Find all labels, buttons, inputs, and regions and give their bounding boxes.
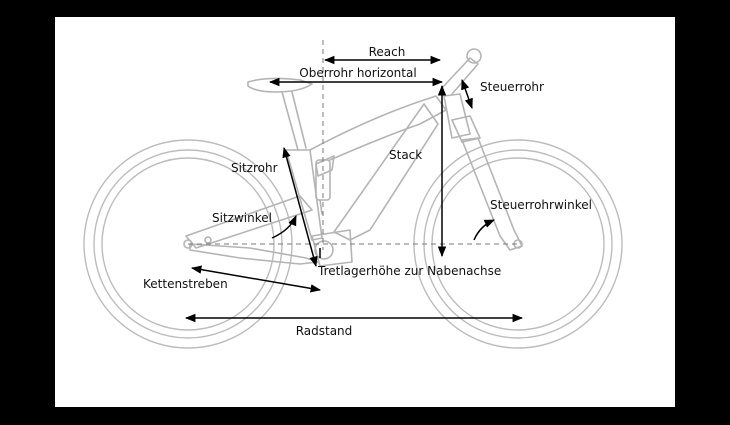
label-stack: Stack	[389, 148, 422, 162]
reference-lines	[188, 40, 518, 250]
label-bb-height: Tretlagerhöhe zur Nabenachse	[317, 264, 501, 278]
head-tube-angle-arc	[473, 219, 495, 241]
measurement-arrows	[184, 55, 524, 323]
seat-tube-arrow	[282, 146, 318, 268]
label-head-tube-angle: Steuerrohrwinkel	[490, 198, 592, 212]
chainstays-arrow	[190, 265, 322, 293]
front-wheel	[413, 139, 623, 349]
label-wheelbase: Radstand	[296, 324, 353, 338]
label-chainstays: Kettenstreben	[143, 277, 228, 291]
label-seat-tube: Sitzrohr	[231, 161, 278, 175]
seat-angle-arc	[271, 215, 297, 239]
head-tube-arrow	[461, 79, 473, 109]
labels: Reach Oberrohr horizontal Steuerrohr Sta…	[143, 45, 592, 338]
label-head-tube: Steuerrohr	[480, 80, 544, 94]
label-reach: Reach	[369, 45, 406, 59]
label-top-tube-horizontal: Oberrohr horizontal	[299, 66, 416, 80]
label-seat-angle: Sitzwinkel	[212, 211, 272, 225]
